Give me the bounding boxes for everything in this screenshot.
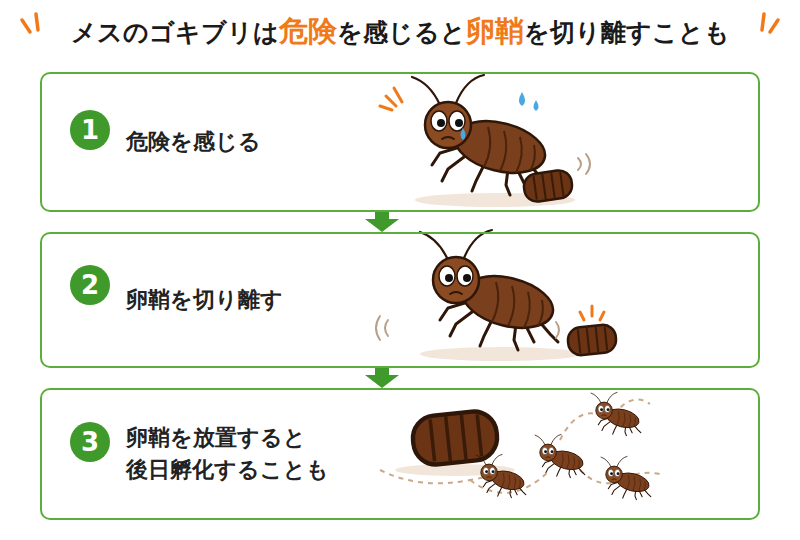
step-number-circle: 1: [70, 110, 110, 150]
flow-arrow: [365, 368, 399, 388]
title: メスのゴキブリは危険を感じると卵鞘を切り離すことも: [0, 12, 800, 52]
step-number-circle: 3: [70, 422, 110, 462]
flow-arrow: [365, 212, 399, 232]
step-text: 危険を感じる: [126, 126, 261, 158]
title-highlight: 卵鞘: [466, 14, 524, 48]
step-number: 3: [81, 429, 99, 455]
step-number-circle: 2: [70, 265, 110, 305]
title-highlight: 危険: [279, 14, 337, 48]
arrow-shape: [365, 212, 399, 232]
step-box: 卵鞘を切り離す 2: [40, 232, 760, 368]
step-text: 卵鞘を放置すると 後日孵化することも: [126, 422, 376, 486]
step-number: 2: [81, 272, 99, 298]
step-text: 卵鞘を切り離す: [126, 284, 283, 316]
step-number: 1: [81, 117, 99, 143]
arrow-shape: [365, 368, 399, 388]
step-box: 卵鞘を放置すると 後日孵化することも 3: [40, 388, 760, 520]
step-text-wrap: 危険を感じる: [126, 74, 261, 210]
step-text-wrap: 卵鞘を放置すると 後日孵化することも: [126, 390, 376, 518]
step-box: 危険を感じる 1: [40, 72, 760, 212]
step-text-wrap: 卵鞘を切り離す: [126, 234, 283, 366]
